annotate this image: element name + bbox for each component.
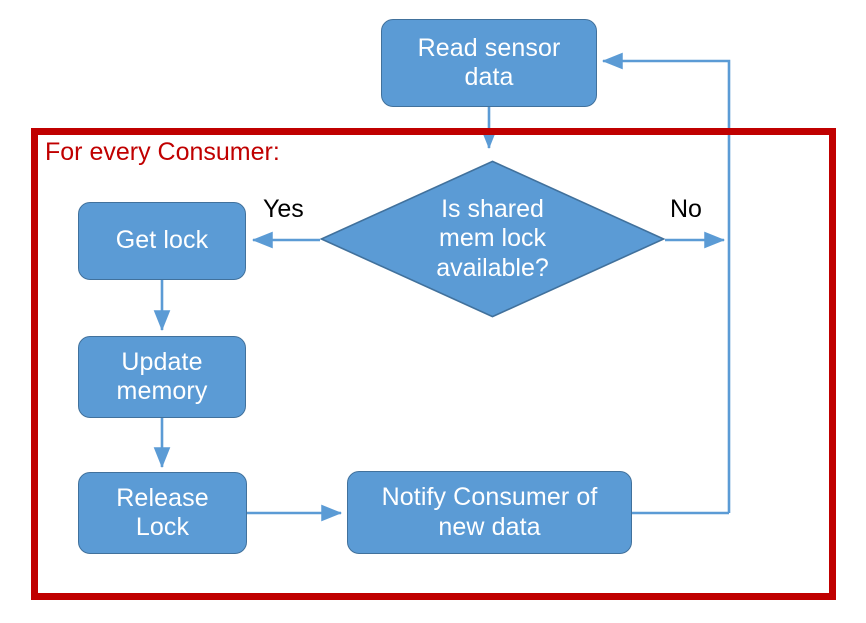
node-is-shared-mem-lock-available-label: Is shared mem lock available? xyxy=(436,194,549,282)
for-every-consumer-group xyxy=(31,128,836,600)
for-every-consumer-label: For every Consumer: xyxy=(45,138,280,166)
node-release-lock[interactable]: Release Lock xyxy=(78,472,247,554)
edge-label-no: No xyxy=(670,195,702,223)
node-update-memory[interactable]: Update memory xyxy=(78,336,246,418)
node-get-lock[interactable]: Get lock xyxy=(78,202,246,280)
edge-label-yes: Yes xyxy=(263,195,304,223)
node-update-memory-label: Update memory xyxy=(116,347,208,406)
node-notify-consumer[interactable]: Notify Consumer of new data xyxy=(347,471,632,554)
node-notify-consumer-label: Notify Consumer of new data xyxy=(381,483,598,541)
node-is-shared-mem-lock-available[interactable]: Is shared mem lock available? xyxy=(320,160,665,318)
node-release-lock-label: Release Lock xyxy=(116,483,209,542)
decision-diamond-shape xyxy=(320,160,665,318)
node-get-lock-label: Get lock xyxy=(115,226,209,255)
node-read-sensor-data[interactable]: Read sensor data xyxy=(381,19,597,107)
node-read-sensor-data-label: Read sensor data xyxy=(417,33,561,92)
